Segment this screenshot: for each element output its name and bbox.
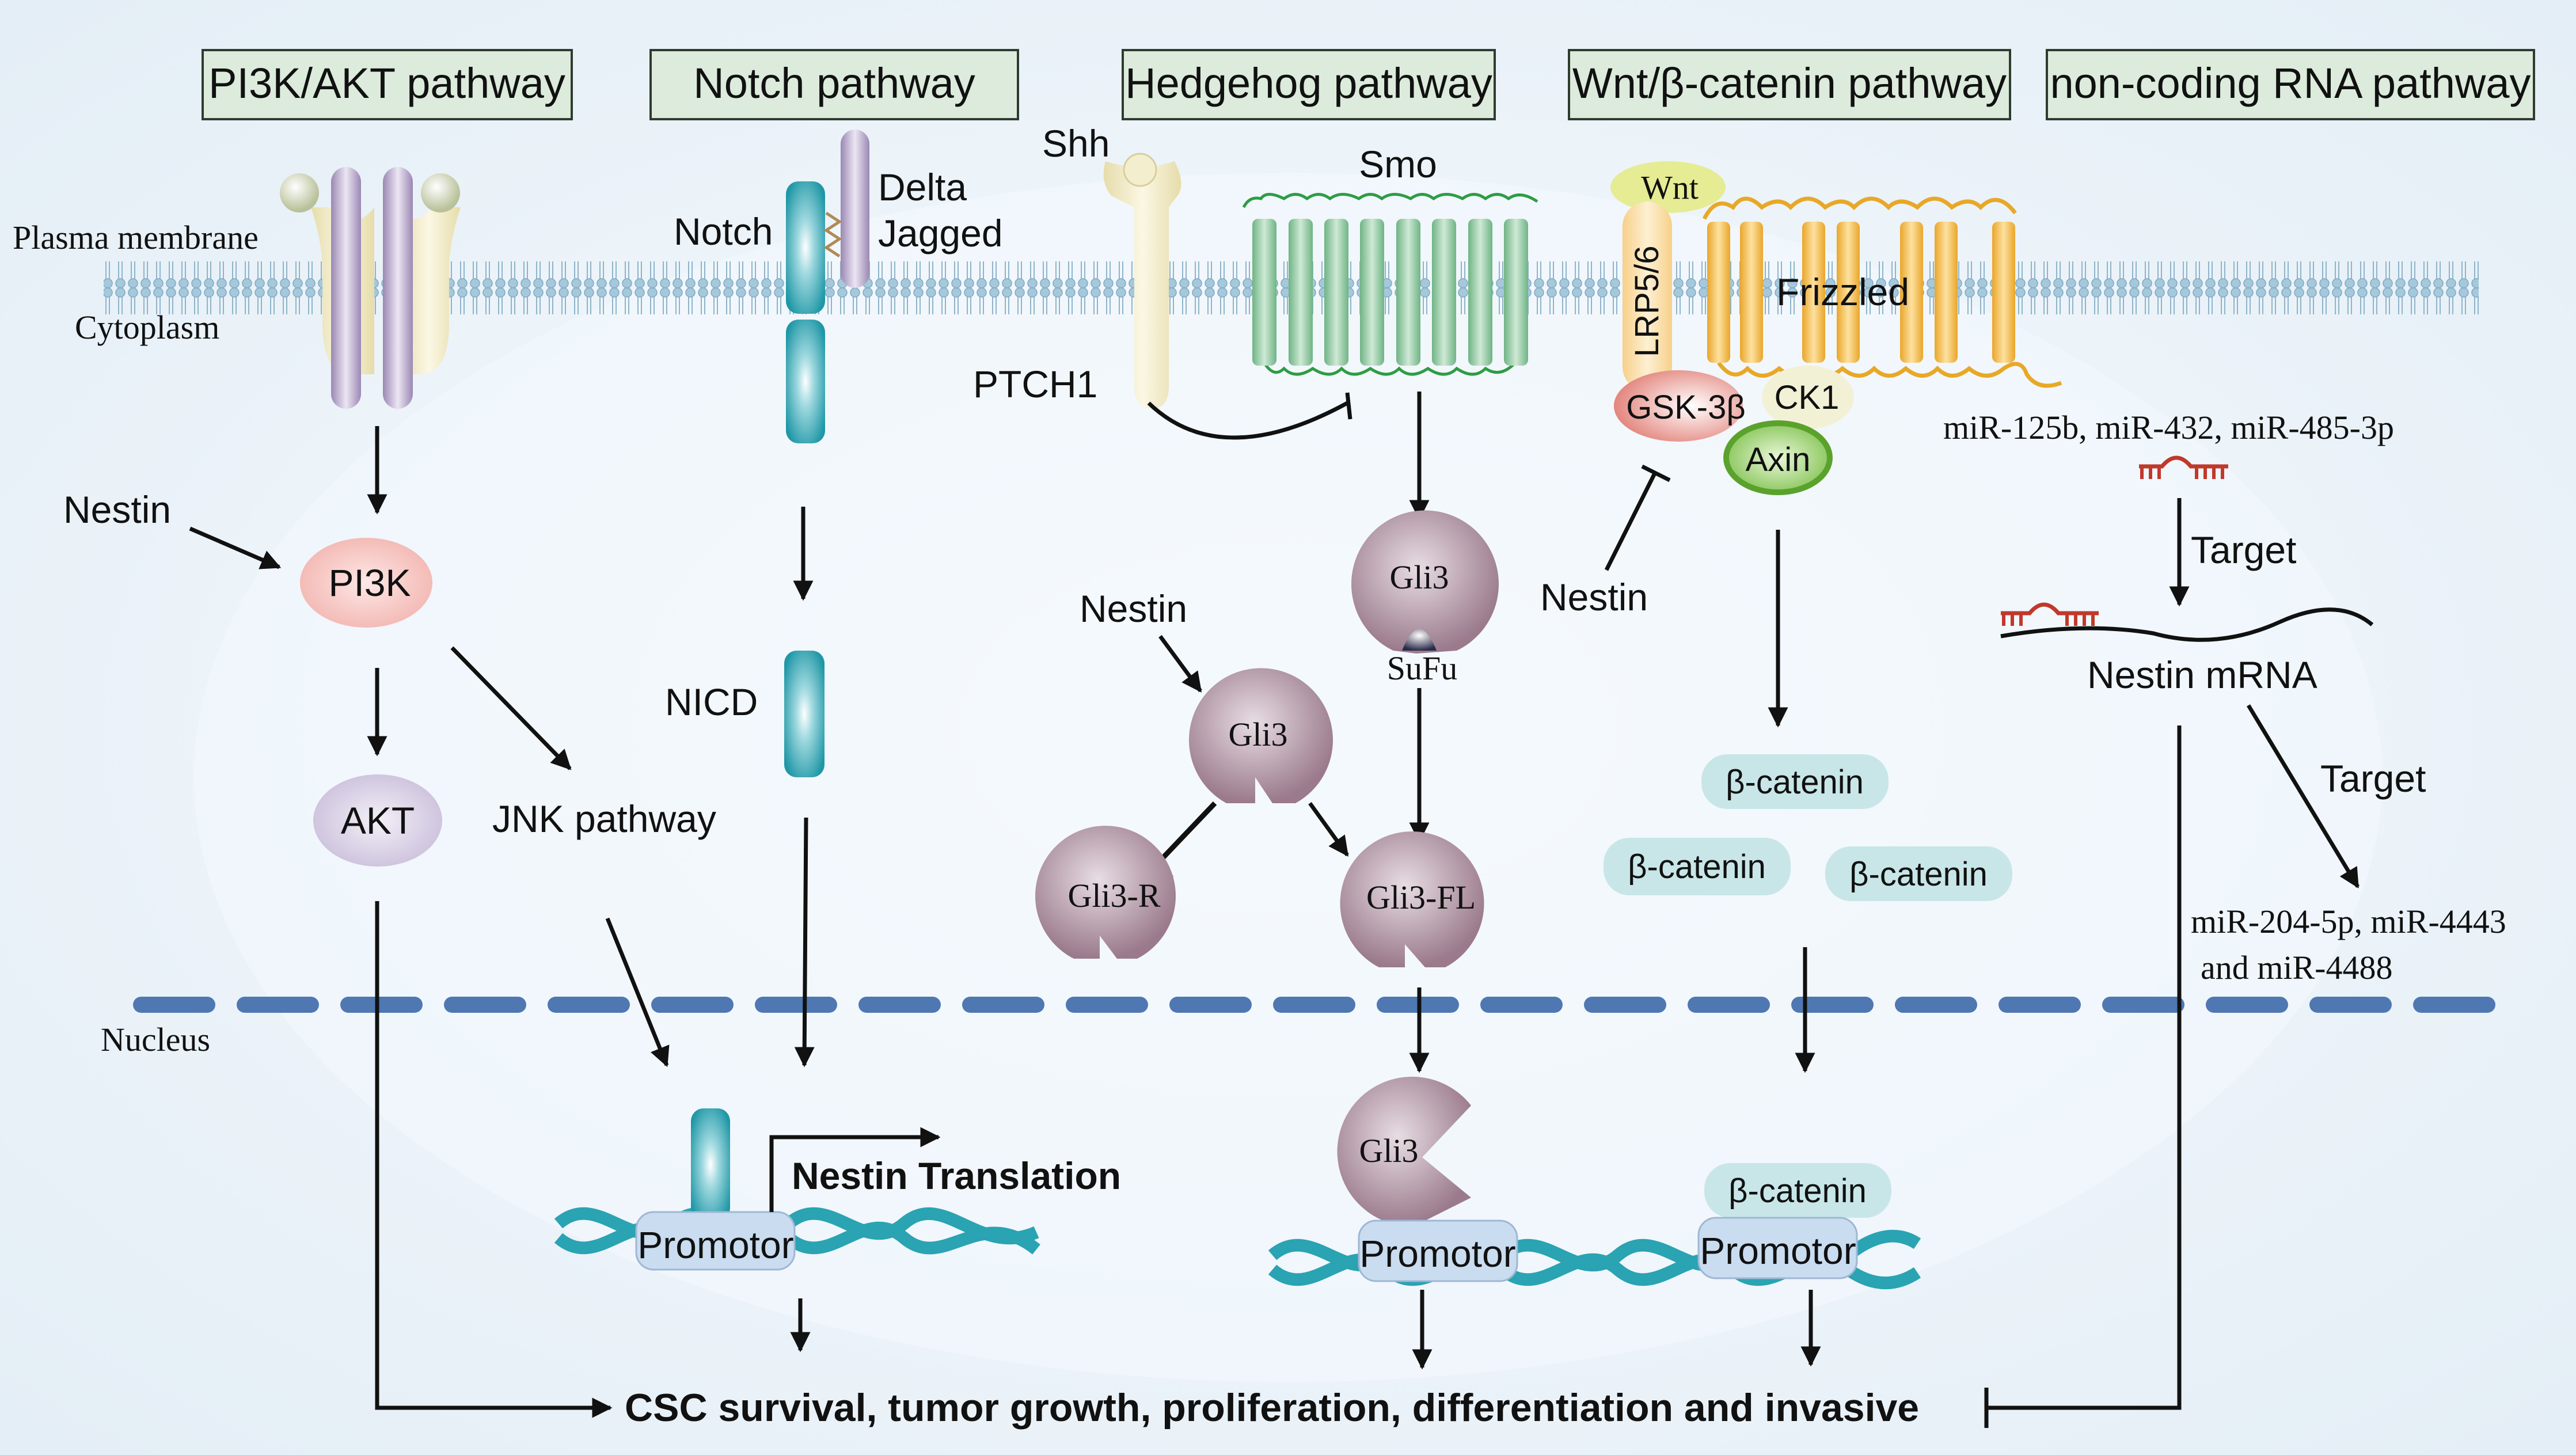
target2-label: Target (2320, 757, 2426, 800)
nestin-translation-label: Nestin Translation (792, 1154, 1121, 1197)
header-ncrna-label: non-coding RNA pathway (2050, 59, 2531, 107)
beta-catenin-2-label: β-catenin (1628, 848, 1766, 886)
nestin-mrna-strand (2000, 607, 2374, 642)
axin-label: Axin (1746, 441, 1811, 478)
akt-label: AKT (341, 799, 415, 842)
gli3-mid-label: Gli3 (1228, 716, 1287, 753)
ck1-node (1762, 366, 1854, 429)
jagged-label: Jagged (878, 212, 1003, 254)
header-pi3k: PI3K/AKT pathway (202, 49, 573, 120)
frizzled-label: Frizzled (1776, 271, 1909, 313)
frizzled-receptor (1702, 196, 2062, 388)
nicd-node (784, 651, 825, 777)
shh-label: Shh (1042, 122, 1110, 165)
wnt-nestin-label: Nestin (1540, 576, 1648, 618)
pi3k-label: PI3K (328, 561, 411, 604)
mirs-bottom-2-label: and miR-4488 (2201, 949, 2392, 986)
wnt-ligand (1610, 161, 1726, 213)
ptch1-receptor (1103, 153, 1181, 409)
beta-catenin-nucleus-label: β-catenin (1728, 1172, 1867, 1210)
hedgehog-nestin-label: Nestin (1080, 587, 1187, 630)
notch-label: Notch (674, 210, 773, 253)
gli3-r-node (1035, 826, 1176, 959)
wnt-promotor-box (1697, 1217, 1858, 1279)
wnt-label: Wnt (1641, 169, 1699, 206)
nestin-mrna-label: Nestin mRNA (2087, 654, 2317, 696)
delta-label: Delta (878, 166, 967, 208)
ck1-label: CK1 (1775, 379, 1840, 416)
gli3-sufu-complex (1351, 510, 1499, 654)
mirna-bound-icon (2001, 602, 2099, 626)
akt-node (313, 774, 442, 867)
gli3-nucleus-label: Gli3 (1359, 1132, 1418, 1169)
pi3k-receptor (280, 167, 461, 409)
gsk3b-label: GSK-3β (1626, 389, 1745, 426)
sufu-label: SuFu (1387, 649, 1458, 687)
notch-promotor-label: Promotor (637, 1224, 793, 1266)
notch-promotor-box (635, 1211, 796, 1271)
beta-catenin-nucleus (1704, 1163, 1891, 1218)
header-wnt-label: Wnt/β-catenin pathway (1572, 59, 2007, 107)
smo-receptor (1242, 193, 1538, 376)
smo-label: Smo (1359, 143, 1437, 185)
mirs-bottom-1-label: miR-204-5p, miR-4443 (2191, 903, 2506, 940)
gli3-mid-node (1189, 668, 1333, 803)
jnk-pathway-label: JNK pathway (492, 797, 716, 840)
hedgehog-promotor-label: Promotor (1359, 1232, 1515, 1275)
nicd-label: NICD (665, 681, 758, 723)
header-pi3k-label: PI3K/AKT pathway (208, 59, 565, 107)
notch-receptor (786, 130, 869, 443)
cytoplasm-label: Cytoplasm (75, 309, 219, 346)
gli3-fl-label: Gli3-FL (1366, 879, 1476, 916)
outcome-label: CSC survival, tumor growth, proliferatio… (625, 1386, 1919, 1430)
gli3-r-label: Gli3-R (1067, 877, 1160, 914)
header-wnt: Wnt/β-catenin pathway (1568, 49, 2011, 120)
header-hedgehog-label: Hedgehog pathway (1125, 59, 1492, 107)
lrp-label: LRP5/6 (1628, 246, 1666, 357)
header-hedgehog: Hedgehog pathway (1122, 49, 1496, 120)
gsk3b-node (1614, 370, 1743, 442)
header-ncrna: non-coding RNA pathway (2046, 49, 2535, 120)
target1-label: Target (2191, 529, 2296, 571)
mirna-icon (2139, 455, 2228, 479)
lrp-receptor (1623, 202, 1672, 392)
mirs-top-label: miR-125b, miR-432, miR-485-3p (1943, 409, 2394, 446)
notch-nicd-bound (691, 1108, 730, 1221)
pi3k-nestin-label: Nestin (63, 488, 171, 531)
header-notch: Notch pathway (649, 49, 1019, 120)
ptch1-label: PTCH1 (973, 363, 1097, 405)
ligand-ball-icon (280, 173, 319, 212)
beta-catenin-1-label: β-catenin (1726, 763, 1864, 801)
nucleus-label: Nucleus (101, 1021, 210, 1058)
axin-node (1723, 420, 1833, 495)
gli3-fl-node (1340, 831, 1484, 967)
gli3-top-label: Gli3 (1389, 559, 1449, 596)
beta-catenin-1 (1701, 754, 1889, 809)
beta-catenin-3-label: β-catenin (1849, 856, 1988, 893)
wnt-promotor-label: Promotor (1700, 1229, 1856, 1272)
ligand-ball-icon (421, 173, 460, 212)
gli3-nucleus-node (1337, 1077, 1471, 1227)
beta-catenin-2 (1604, 838, 1791, 895)
hedgehog-promotor-box (1358, 1220, 1518, 1282)
beta-catenin-3 (1825, 846, 2012, 901)
plasma-membrane-label: Plasma membrane (13, 219, 259, 256)
header-notch-label: Notch pathway (693, 59, 975, 107)
pi3k-node (300, 538, 432, 628)
